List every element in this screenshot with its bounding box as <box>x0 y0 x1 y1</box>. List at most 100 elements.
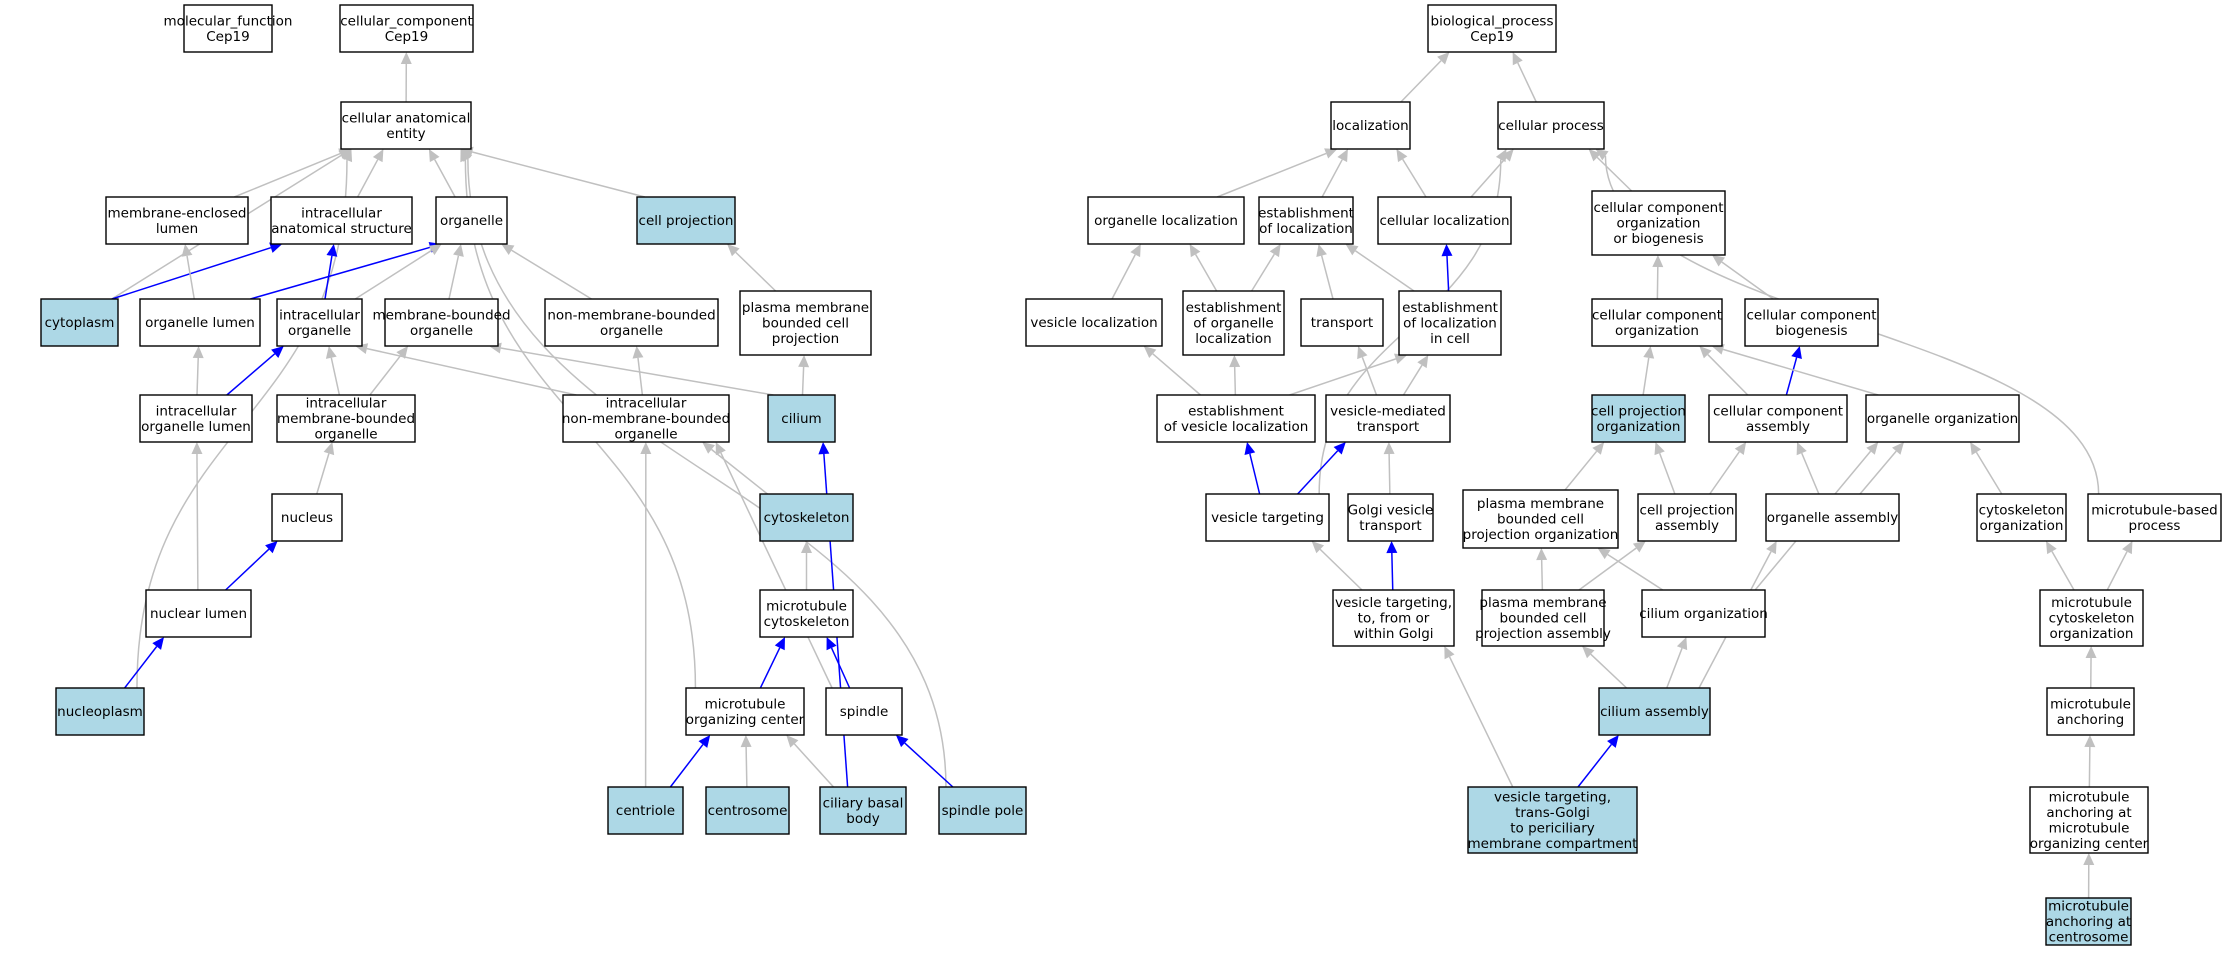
arrowhead <box>1396 149 1408 163</box>
is-a-edge <box>1321 159 1343 198</box>
arrowhead <box>1333 442 1346 455</box>
term-label-line: spindle pole <box>942 803 1024 819</box>
arrowhead <box>1796 442 1807 456</box>
term-label-line: transport <box>1357 419 1419 435</box>
arrowhead <box>1143 346 1157 359</box>
is-a-edge <box>720 452 833 689</box>
term-box <box>685 687 805 736</box>
term-label-line: body <box>846 811 879 827</box>
term-box <box>1591 190 1726 256</box>
term-box <box>40 298 119 347</box>
is-a-edge <box>1289 358 1397 396</box>
arrowhead <box>640 442 652 455</box>
term-label-line: biological_process <box>1431 13 1554 29</box>
term-label-line: entity <box>386 126 425 142</box>
term-node-spindle-pole: spindle pole <box>938 786 1027 835</box>
is-a-edge <box>186 255 195 300</box>
is-a-edge <box>637 357 644 396</box>
arrowhead <box>1244 442 1256 455</box>
term-box <box>139 394 253 443</box>
arrowhead <box>698 735 711 748</box>
term-label-line: process <box>2129 518 2181 534</box>
term-label-line: cilium organization <box>1639 606 1768 622</box>
term-box <box>55 687 145 736</box>
arrowhead <box>632 346 644 359</box>
arrowhead <box>1766 541 1777 555</box>
term-label-line: organizing center <box>2030 836 2149 852</box>
arrowhead <box>326 244 338 257</box>
is-a-edge <box>1194 254 1218 292</box>
term-label-line: vesicle localization <box>1030 315 1157 331</box>
term-label-line: assembly <box>1655 518 1719 534</box>
term-box <box>276 298 363 347</box>
term-node-cellular-localization: cellular localization <box>1377 196 1512 245</box>
is-a-edge <box>1709 451 1740 495</box>
is-a-edge <box>1666 647 1683 689</box>
arrowhead <box>1676 637 1688 651</box>
part-of-edge <box>226 353 276 396</box>
arrowhead <box>181 244 193 257</box>
part-of-edge <box>1297 450 1339 495</box>
part-of-edge <box>124 646 158 689</box>
term-box <box>2045 897 2132 946</box>
term-box <box>1427 4 1557 53</box>
term-label-line: to, from or <box>1358 611 1430 627</box>
term-box <box>767 394 836 443</box>
term-label-line: cell projection <box>639 213 734 229</box>
term-box <box>739 290 872 356</box>
term-label-line: microtubule <box>2051 595 2132 611</box>
term-box <box>562 394 730 443</box>
is-a-edge <box>1721 261 1774 300</box>
part-of-edge <box>1249 453 1261 495</box>
arrowhead <box>1699 346 1712 359</box>
arrowhead <box>798 355 810 368</box>
term-label-line: cytoskeleton <box>1979 502 2065 518</box>
term-label-line: localization <box>1195 331 1271 347</box>
term-box <box>1330 101 1411 150</box>
is-a-edge <box>1564 450 1598 491</box>
term-box <box>819 786 907 835</box>
term-box <box>105 196 249 245</box>
term-label-line: vesicle targeting, <box>1335 595 1452 611</box>
term-label-line: of localization <box>1403 316 1497 332</box>
term-box <box>1300 298 1384 347</box>
is-a-edge <box>196 453 199 591</box>
arrowhead <box>1383 442 1395 455</box>
term-label-line: cellular_component <box>340 13 472 29</box>
term-box <box>1641 589 1766 638</box>
arrowhead <box>1582 646 1595 659</box>
is-a-edge <box>511 249 592 300</box>
arrowhead <box>895 735 909 748</box>
is-a-edge <box>500 347 774 396</box>
term-label-line: vesicle targeting <box>1211 510 1324 526</box>
term-label-line: cellular localization <box>1379 213 1509 229</box>
term-box <box>1637 493 1737 542</box>
arrowhead <box>1791 346 1802 360</box>
term-label-line: cellular component <box>1746 307 1876 323</box>
is-a-edge <box>196 357 199 396</box>
term-label-line: molecular_function <box>164 13 293 29</box>
term-label-line: microtubule <box>766 598 847 614</box>
term-label-line: centriole <box>616 803 675 819</box>
arrowhead <box>1592 442 1605 455</box>
term-label-line: cilium assembly <box>1600 704 1709 720</box>
term-box <box>2087 493 2222 542</box>
arrowhead <box>460 149 473 162</box>
term-label-line: organelle <box>314 427 377 443</box>
arrowhead <box>1501 149 1514 162</box>
part-of-edge <box>225 548 270 591</box>
part-of-edge <box>1785 357 1798 396</box>
term-label-line: intracellular <box>279 307 360 323</box>
arrowhead <box>428 149 440 163</box>
term-node-organelle: organelle <box>435 196 508 245</box>
